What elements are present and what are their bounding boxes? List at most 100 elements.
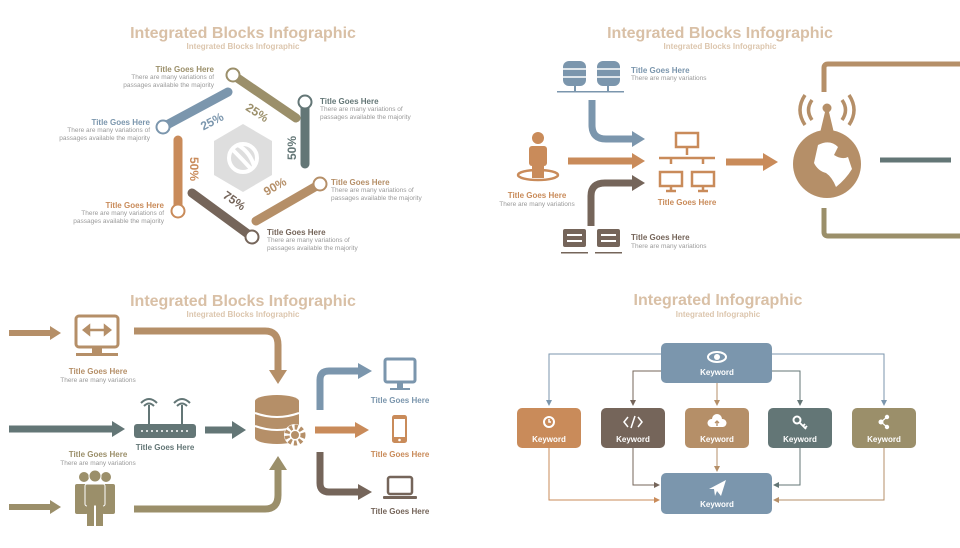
smartphone-icon — [392, 415, 407, 443]
node-blue — [155, 119, 171, 135]
item-blue: Title Goes Here There are many variation… — [59, 118, 150, 142]
arrow-tan-curve — [134, 327, 282, 372]
keyword-label: Keyword — [867, 435, 901, 444]
item-title: Title Goes Here — [320, 97, 379, 106]
percent-label: 25% — [243, 100, 271, 125]
item-desc: There are many variations — [499, 201, 575, 208]
item-title: Title Goes Here — [136, 443, 195, 452]
panel-network-flow: Integrated Blocks Infographic Integrated… — [499, 25, 960, 254]
item-title: Title Goes Here — [69, 450, 128, 459]
item-brown: Title Goes Here There are many variation… — [267, 228, 358, 252]
item-desc: There are many variations of — [131, 74, 214, 81]
item-desc: There are many variations of — [67, 127, 150, 134]
eye-icon — [707, 351, 727, 363]
panel-title: Integrated Infographic — [634, 292, 803, 309]
desktop-icon — [383, 357, 417, 390]
arrowhead — [632, 175, 645, 191]
panel-subtitle: Integrated Blocks Infographic — [664, 42, 777, 51]
item-desc: There are many variations of — [320, 106, 403, 113]
keyword-box-key[interactable]: Keyword — [768, 408, 832, 448]
item-desc: There are many variations of — [331, 187, 414, 194]
item-title: Title Goes Here — [658, 198, 717, 207]
item-title: Title Goes Here — [371, 396, 430, 405]
panel-title: Integrated Blocks Infographic — [130, 25, 356, 42]
database-gear-icon — [254, 395, 306, 446]
panel-keyword-flow: Integrated Infographic Integrated Infogr… — [517, 292, 916, 514]
arrowhead — [632, 131, 645, 147]
panel-hexagon-percent: Integrated Blocks Infographic Integrated… — [59, 25, 422, 252]
arrowhead — [232, 421, 246, 439]
item-desc: There are many variations of — [81, 210, 164, 217]
keyword-label: Keyword — [783, 435, 817, 444]
arrowhead — [355, 422, 369, 438]
code-icon — [623, 415, 643, 429]
item-desc: passages available the majority — [331, 195, 422, 202]
panel-data-hub: Integrated Blocks Infographic Integrated… — [9, 293, 430, 526]
item-title: Title Goes Here — [631, 66, 690, 75]
server-icon — [561, 229, 622, 254]
keyword-label: Keyword — [700, 368, 734, 377]
arrowhead — [358, 363, 372, 379]
item-title: Title Goes Here — [631, 233, 690, 242]
item-title: Title Goes Here — [331, 178, 390, 187]
keyword-box-top[interactable]: Keyword — [661, 343, 772, 383]
arrowhead — [632, 153, 645, 169]
globe-logo-icon — [227, 142, 259, 174]
keyword-box-share[interactable]: Keyword — [852, 408, 916, 448]
key-icon — [792, 415, 808, 430]
item-desc: There are many variations of — [267, 237, 350, 244]
arrowhead — [763, 153, 778, 171]
item-orange: Title Goes Here There are many variation… — [73, 201, 164, 225]
arrowhead — [112, 421, 125, 437]
panel-subtitle: Integrated Infographic — [676, 310, 761, 319]
arrowhead — [269, 370, 287, 384]
bracket-top — [821, 61, 960, 92]
arrow-blue-out — [316, 367, 360, 410]
keyword-label: Keyword — [616, 435, 650, 444]
percent-label: 50% — [187, 157, 201, 181]
percent-label: 50% — [285, 136, 299, 160]
item-title: Title Goes Here — [69, 367, 128, 376]
arrow-blue — [588, 100, 634, 143]
segment-blue — [158, 87, 233, 132]
item-desc: There are many variations — [631, 243, 707, 250]
arrowhead — [358, 484, 372, 500]
router-icon — [134, 398, 196, 438]
panel-subtitle: Integrated Blocks Infographic — [187, 42, 300, 51]
arrowhead — [269, 456, 287, 470]
keyword-box-cloud[interactable]: Keyword — [685, 408, 749, 448]
connector-lines — [546, 353, 887, 503]
segment-olive — [228, 70, 301, 123]
panel-subtitle: Integrated Blocks Infographic — [187, 310, 300, 319]
item-tan: Title Goes Here There are many variation… — [331, 178, 422, 202]
globe-antenna-icon — [793, 94, 861, 198]
node-brown — [244, 229, 260, 245]
percent-label: 75% — [220, 188, 248, 213]
keyword-label: Keyword — [700, 435, 734, 444]
user-icon — [516, 132, 560, 182]
item-slate: Title Goes Here There are many variation… — [320, 97, 411, 121]
arrowhead — [50, 326, 61, 340]
arrowhead — [50, 500, 61, 514]
keyword-box-code[interactable]: Keyword — [601, 408, 665, 448]
item-desc: passages available the majority — [73, 218, 164, 225]
arrow-brown — [587, 179, 634, 226]
arrow-brown-out — [316, 452, 360, 496]
node-orange — [170, 203, 186, 219]
item-desc: passages available the majority — [320, 114, 411, 121]
cloud-upload-icon — [707, 414, 727, 427]
item-title: Title Goes Here — [155, 65, 214, 74]
item-title: Title Goes Here — [371, 450, 430, 459]
monitor-transfer-icon — [74, 314, 120, 356]
keyword-box-clock[interactable]: Keyword — [517, 408, 581, 448]
segment-brown — [187, 188, 257, 242]
item-title: Title Goes Here — [105, 201, 164, 210]
laptop-icon — [383, 475, 417, 499]
item-desc: There are many variations — [631, 75, 707, 82]
node-tan — [312, 176, 328, 192]
item-desc: passages available the majority — [267, 245, 358, 252]
node-slate — [297, 94, 313, 110]
keyword-box-bottom[interactable]: Keyword — [661, 473, 772, 514]
segment-tan — [251, 179, 325, 226]
